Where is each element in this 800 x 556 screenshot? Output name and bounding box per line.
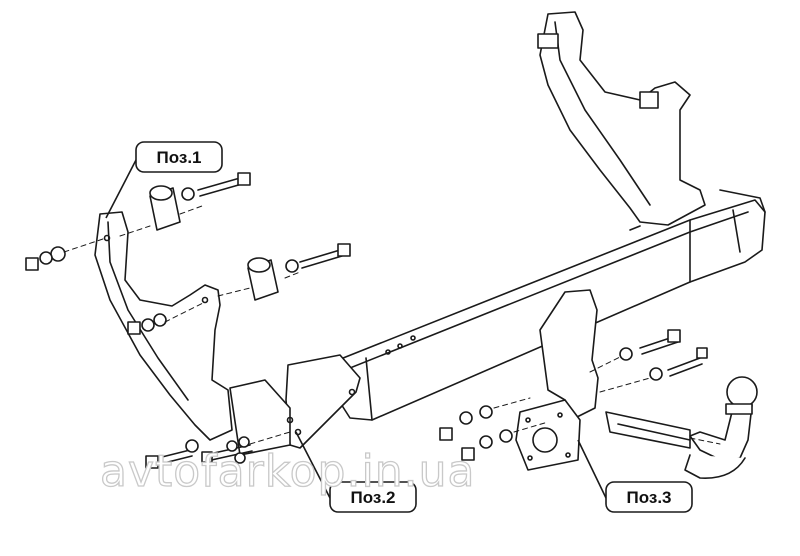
bolts-right — [619, 329, 708, 381]
bolts-lower-left — [145, 436, 253, 469]
callout-pos3-label: Поз.3 — [626, 488, 671, 507]
spacer-tubes — [149, 185, 279, 301]
tow-ball-assembly — [605, 376, 758, 479]
right-side-bracket — [537, 11, 706, 226]
right-mounting-plate — [385, 289, 599, 471]
left-side-bracket — [94, 211, 233, 441]
watermark: avtofarkop.in.ua — [100, 446, 475, 497]
callout-pos3: Поз.3 — [577, 439, 693, 513]
callout-pos1: Поз.1 — [105, 141, 223, 219]
callout-pos2: Поз.2 — [295, 431, 417, 513]
assembly-guide-lines — [63, 205, 721, 445]
callout-pos1-label: Поз.1 — [156, 148, 201, 167]
cross-beam — [317, 189, 766, 421]
nuts-washers-left — [25, 246, 167, 335]
nuts-washers-right — [439, 405, 513, 461]
bolts-upper-left — [181, 172, 351, 273]
left-mounting-plate — [229, 354, 361, 456]
callout-pos2-label: Поз.2 — [350, 488, 395, 507]
